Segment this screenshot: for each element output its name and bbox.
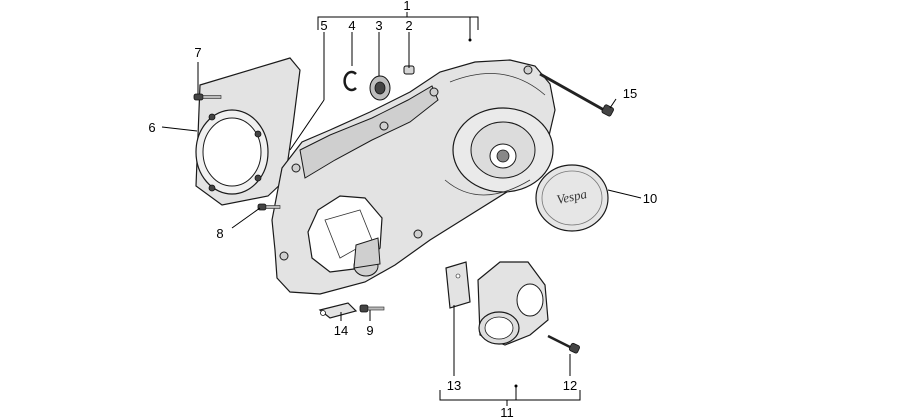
label-10: 10	[643, 191, 657, 206]
transmission-cover-housing	[271, 59, 556, 295]
label-4: 4	[348, 18, 355, 33]
circlip-4	[343, 70, 357, 92]
label-7: 7	[194, 45, 201, 60]
bracket-14	[318, 302, 358, 319]
label-13: 13	[447, 378, 461, 393]
leader-lines	[161, 32, 642, 376]
screw-9	[359, 304, 385, 313]
screw-12	[547, 334, 580, 354]
bearing-3	[369, 75, 391, 101]
label-14: 14	[334, 323, 348, 338]
label-1: 1	[403, 0, 410, 13]
label-6: 6	[148, 120, 155, 135]
label-2: 2	[405, 18, 412, 33]
label-5: 5	[320, 18, 327, 33]
screw-7	[193, 93, 222, 101]
badge-cover-10: Vespa	[535, 164, 609, 232]
gasket-plate	[195, 57, 301, 206]
vespa-logo-text: Vespa	[555, 186, 588, 207]
label-15: 15	[623, 86, 637, 101]
part-number-labels: 1 2 3 4 5 6 7 8 9 10 11 12 13 14 15	[148, 0, 657, 419]
bracket-group-11	[439, 384, 581, 406]
label-11: 11	[500, 405, 514, 419]
label-3: 3	[375, 18, 382, 33]
gasket-13	[445, 261, 471, 309]
label-9: 9	[366, 323, 373, 338]
label-8: 8	[216, 226, 223, 241]
label-12: 12	[563, 378, 577, 393]
air-duct-11	[477, 261, 549, 346]
bracket-group-1	[317, 12, 479, 42]
